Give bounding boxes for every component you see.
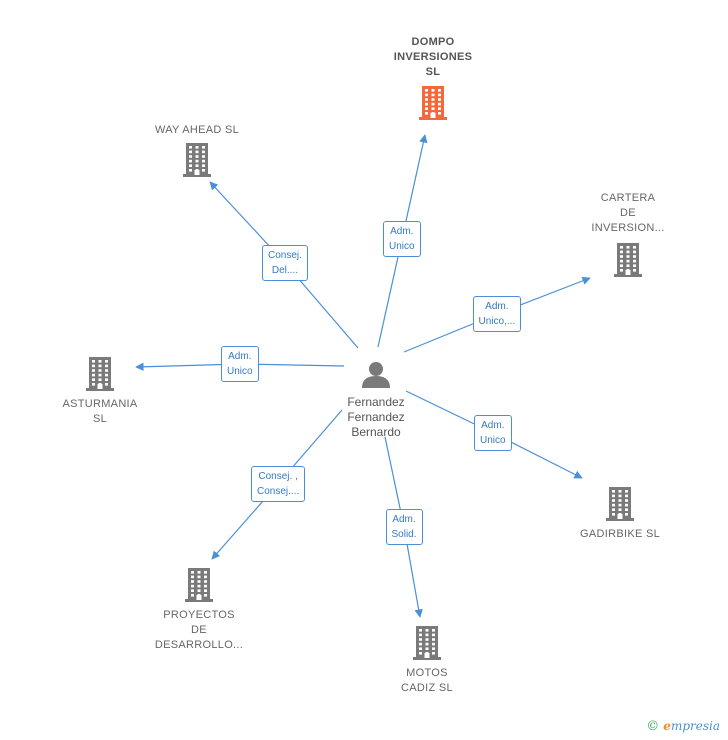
person-name-line: Fernandez (347, 410, 405, 424)
person-name-line: Bernardo (351, 425, 401, 439)
relation-label-proyectos-line: Consej.... (257, 486, 300, 497)
building-icon-proyectos[interactable] (185, 568, 213, 602)
company-label-proyectos: PROYECTOS DE DESARROLLO... (139, 608, 259, 653)
person-name-line: Fernandez (347, 395, 405, 409)
relation-label-proyectos[interactable]: Consej. , Consej.... (251, 466, 306, 502)
company-label-gadirbike-line: GADIRBIKE SL (579, 528, 660, 540)
relation-label-asturmania-line: Unico (227, 366, 253, 377)
relation-label-motos[interactable]: Adm. Solid. (385, 509, 423, 545)
relation-label-dompo-line: Unico (389, 241, 415, 252)
relation-label-asturmania[interactable]: Adm. Unico (221, 346, 259, 382)
relation-label-wayahead[interactable]: Consej. Del.... (262, 245, 308, 281)
relation-label-motos-line: Adm. (392, 514, 416, 525)
relation-label-gadirbike-line: Adm. (481, 420, 505, 431)
company-label-asturmania-line: ASTURMANIA (62, 398, 138, 410)
building-icon-cartera[interactable] (614, 243, 642, 277)
company-label-motos: MOTOS CADIZ SL (367, 666, 487, 696)
company-label-motos-line: MOTOS (406, 667, 448, 679)
company-label-dompo-line: DOMPO (411, 36, 455, 48)
company-label-dompo-line: INVERSIONES (393, 51, 473, 63)
person-icon[interactable] (362, 362, 390, 388)
relation-label-dompo[interactable]: Adm. Unico (383, 221, 421, 257)
company-label-asturmania-line: SL (92, 413, 108, 425)
relation-label-wayahead-line: Del.... (271, 265, 299, 276)
building-icon-wayahead[interactable] (183, 143, 211, 177)
company-label-proyectos-line: DE (191, 624, 207, 636)
relation-label-gadirbike-line: Unico (480, 435, 506, 446)
building-icon-gadirbike[interactable] (606, 487, 634, 521)
relation-label-cartera[interactable]: Adm. Unico,... (472, 296, 522, 332)
relation-label-asturmania-line: Adm. (228, 351, 252, 362)
relation-label-motos-line: Solid. (391, 529, 417, 540)
company-label-asturmania: ASTURMANIA SL (40, 397, 160, 427)
company-label-proyectos-line: PROYECTOS (163, 609, 235, 621)
company-label-cartera: CARTERA DE INVERSION... (568, 191, 688, 236)
company-label-gadirbike: GADIRBIKE SL (560, 527, 680, 542)
relation-label-dompo-line: Adm. (390, 226, 414, 237)
relation-label-gadirbike[interactable]: Adm. Unico (474, 415, 512, 451)
company-label-dompo: DOMPO INVERSIONES SL (373, 35, 493, 80)
building-icon-dompo[interactable] (419, 86, 447, 120)
building-icon-asturmania[interactable] (86, 357, 114, 391)
copyright-icon: © (646, 719, 660, 734)
company-label-wayahead: WAY AHEAD SL (137, 123, 257, 138)
relation-label-proyectos-line: Consej. , (258, 471, 298, 482)
relation-label-cartera-line: Unico,... (478, 316, 516, 327)
company-label-motos-line: CADIZ SL (401, 682, 453, 694)
brand-logo: ©empresia (646, 719, 720, 734)
company-label-dompo-line: SL (425, 66, 441, 78)
company-label-wayahead-line: WAY AHEAD SL (154, 124, 240, 136)
building-icon-motos[interactable] (413, 626, 441, 660)
company-label-cartera-line: DE (620, 207, 636, 219)
relation-label-wayahead-line: Consej. (268, 250, 302, 261)
company-label-proyectos-line: DESARROLLO... (154, 639, 244, 651)
company-label-cartera-line: CARTERA (600, 192, 656, 204)
company-label-cartera-line: INVERSION... (591, 222, 665, 234)
relation-label-cartera-line: Adm. (485, 301, 509, 312)
